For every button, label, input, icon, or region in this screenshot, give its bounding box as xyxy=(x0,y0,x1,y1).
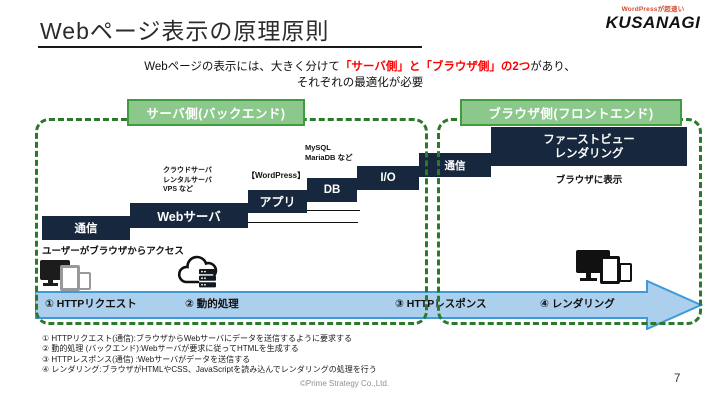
page-number: 7 xyxy=(674,373,681,385)
footnotes: ① HTTPリクエスト(通信):ブラウザからWebサーバにデータを送信するように… xyxy=(42,334,377,376)
process-arrow xyxy=(35,280,703,330)
note-user-access: ユーザーがブラウザからアクセス xyxy=(42,246,184,257)
arrow-label-http-response: ③ HTTPレスポンス xyxy=(395,298,487,310)
tablet-icon xyxy=(600,256,620,284)
step-comm-right: 通信 xyxy=(419,153,491,177)
browser-section-header: ブラウザ側(フロントエンド) xyxy=(460,99,682,126)
browser-devices-icon xyxy=(576,250,636,292)
arrow-label-dynamic-processing: ② 動的処理 xyxy=(185,298,239,310)
step-db: DB xyxy=(307,178,357,202)
arrow-label-rendering: ④ レンダリング xyxy=(540,298,615,310)
subtitle-highlight: 「サーバ側」と「ブラウザ側」の2つ xyxy=(339,61,531,73)
cloud-server-icon xyxy=(177,255,218,288)
subtitle-line1: Webページの表示には、大きく分けて「サーバ側」と「ブラウザ側」の2つがあり、 xyxy=(144,61,576,73)
note-browser-display: ブラウザに表示 xyxy=(555,175,623,186)
server-stack-icon xyxy=(199,269,216,288)
footnote-3: ③ HTTPレスポンス(通信) :Webサーバがデータを送信する xyxy=(42,354,251,364)
note-db-types: MySQL MariaDB など xyxy=(305,143,353,162)
tablet-icon xyxy=(60,265,80,291)
server-section-header: サーバ側(バックエンド) xyxy=(127,99,305,126)
footnote-1: ① HTTPリクエスト(通信):ブラウザからWebサーバにデータを送信するように… xyxy=(42,334,353,343)
user-devices-icon xyxy=(40,258,100,294)
subtitle-line2: それぞれの最適化が必要 xyxy=(296,77,424,89)
step-webserver: Webサーバ xyxy=(130,203,248,228)
stair-line-db xyxy=(307,210,360,211)
phone-icon xyxy=(78,272,91,290)
logo-tagline: WordPressが超速い xyxy=(621,6,685,13)
logo-name: KUSANAGI xyxy=(605,12,701,32)
note-wordpress: 【WordPress】 xyxy=(247,171,306,180)
step-firstview-rendering: ファーストビュー レンダリング xyxy=(491,127,687,166)
note-webserver-types: クラウドサーバ レンタルサーバ VPS など xyxy=(163,167,212,193)
step-io: I/O xyxy=(357,166,419,190)
page-title: Webページ表示の原理原則 xyxy=(40,18,330,44)
subtitle: Webページの表示には、大きく分けて「サーバ側」と「ブラウザ側」の2つがあり、 … xyxy=(0,59,720,91)
arrow-label-http-request: ① HTTPリクエスト xyxy=(45,298,137,310)
title-underline xyxy=(38,46,422,48)
footnote-4: ④ レンダリング:ブラウザがHTMLやCSS、JavaScriptを読み込んでレ… xyxy=(42,365,377,375)
footnote-2: ② 動的処理 (バックエンド):Webサーバが要求に従ってHTMLを生成する xyxy=(42,344,299,354)
kusanagi-logo: WordPressが超速い KUSANAGI xyxy=(598,6,708,32)
step-comm-left: 通信 xyxy=(42,216,130,240)
step-app: アプリ xyxy=(248,190,307,213)
phone-icon xyxy=(619,263,632,282)
copyright: ©Prime Strategy Co.,Ltd. xyxy=(300,379,390,388)
stair-line-app xyxy=(248,222,358,223)
